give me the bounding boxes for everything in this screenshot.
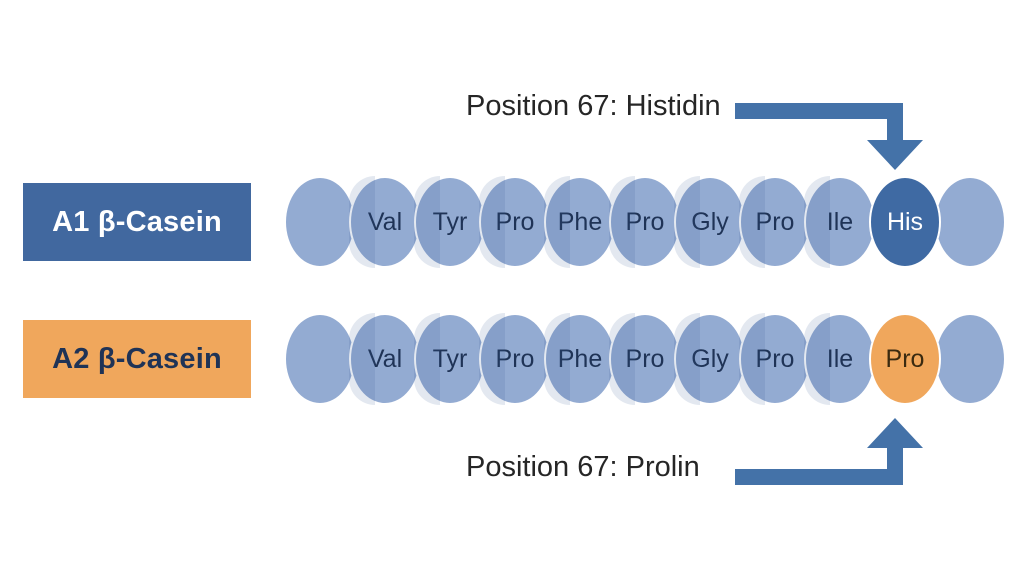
residue-a2-tyr: Tyr	[414, 313, 486, 405]
residue-a2-ile: Ile	[804, 313, 876, 405]
residue-a1-0	[284, 176, 356, 268]
elbow-arrow-down-icon	[735, 103, 923, 170]
residue-a1-gly: Gly	[674, 176, 746, 268]
residue-a1-his-position-67: His	[869, 176, 941, 268]
residue-a1-10	[934, 176, 1006, 268]
amino-acid-chain-a2: Val Tyr Pro Phe Pro Gly Pro Ile Pro	[284, 313, 1010, 409]
residue-a2-0	[284, 313, 356, 405]
residue-label: Tyr	[432, 207, 468, 236]
residue-label: Gly	[691, 344, 729, 373]
residue-a2-gly: Gly	[674, 313, 746, 405]
residue-label: Phe	[557, 344, 603, 373]
residue-label: Pro	[885, 344, 925, 373]
residue-a1-pro-3: Pro	[739, 176, 811, 268]
residue-a1-val: Val	[349, 176, 421, 268]
variant-label-box-a2: A2 β-Casein	[23, 320, 251, 398]
residue-label: Ile	[826, 207, 854, 236]
residue-label: His	[886, 207, 924, 236]
residue-label: Val	[367, 344, 403, 373]
variant-label-box-a1: A1 β-Casein	[23, 183, 251, 261]
residue-label: Pro	[495, 344, 535, 373]
residue-a2-pro-position-67: Pro	[869, 313, 941, 405]
annotation-bottom-label: Position 67: Prolin	[466, 451, 700, 483]
elbow-arrow-up-icon	[735, 418, 923, 485]
amino-acid-chain-a1: Val Tyr Pro Phe Pro Gly Pro Ile His	[284, 176, 1010, 272]
residue-a1-pro-2: Pro	[609, 176, 681, 268]
residue-a2-pro-3: Pro	[739, 313, 811, 405]
annotation-top-label: Position 67: Histidin	[466, 90, 721, 122]
residue-label: Val	[367, 207, 403, 236]
residue-a1-tyr: Tyr	[414, 176, 486, 268]
residue-a2-val: Val	[349, 313, 421, 405]
residue-a2-10	[934, 313, 1006, 405]
residue-label: Pro	[755, 344, 795, 373]
residue-label: Tyr	[432, 344, 468, 373]
residue-label: Pro	[625, 344, 665, 373]
residue-label: Pro	[625, 207, 665, 236]
residue-a1-phe: Phe	[544, 176, 616, 268]
residue-label: Pro	[495, 207, 535, 236]
residue-label: Ile	[826, 344, 854, 373]
residue-a1-pro-1: Pro	[479, 176, 551, 268]
residue-a2-phe: Phe	[544, 313, 616, 405]
residue-a2-pro-1: Pro	[479, 313, 551, 405]
variant-label-a1: A1 β-Casein	[52, 205, 222, 238]
residue-a2-pro-2: Pro	[609, 313, 681, 405]
residue-label: Pro	[755, 207, 795, 236]
residue-a1-ile: Ile	[804, 176, 876, 268]
residue-label: Gly	[691, 207, 729, 236]
variant-label-a2: A2 β-Casein	[52, 342, 222, 375]
residue-label: Phe	[557, 207, 603, 236]
